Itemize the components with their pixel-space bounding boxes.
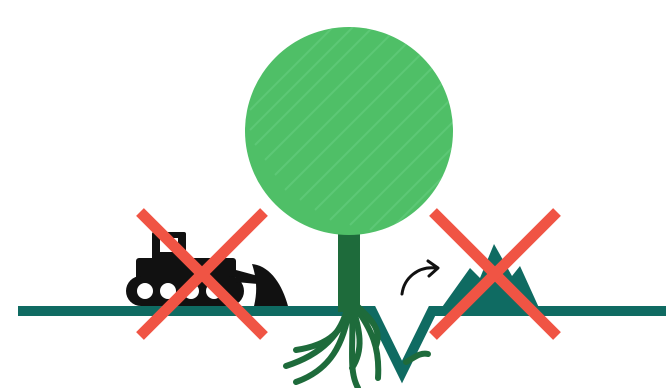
tree-icon xyxy=(245,0,470,235)
curved-arrow-icon xyxy=(402,268,436,294)
tree-trunk xyxy=(338,232,360,312)
tree-roots xyxy=(286,305,428,388)
tree-canopy xyxy=(245,27,453,235)
cross-icon xyxy=(433,212,557,336)
